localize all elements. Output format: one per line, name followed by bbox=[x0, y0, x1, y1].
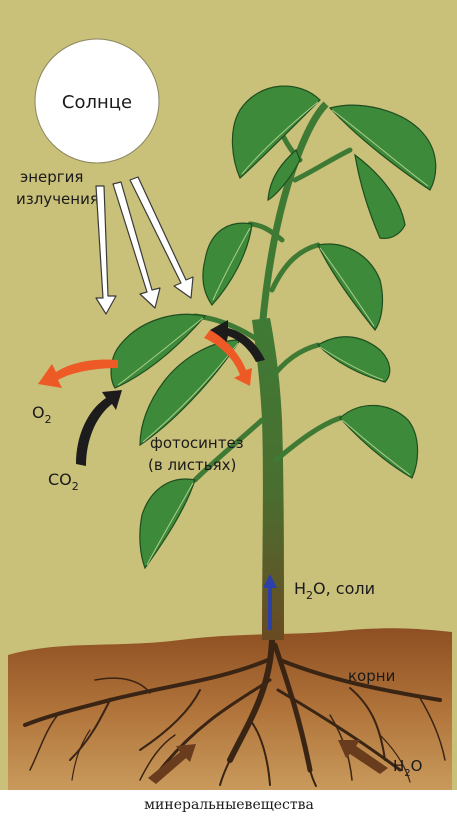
roots-label: корни bbox=[348, 667, 395, 685]
photosynthesis-label-line2: (в листьях) bbox=[148, 456, 236, 474]
sun-label: Солнце bbox=[62, 92, 132, 113]
caption: минеральныевещества bbox=[144, 797, 314, 813]
energy-label-line2: излучения bbox=[16, 190, 99, 208]
energy-label-line1: энергия bbox=[20, 168, 83, 186]
photosynthesis-label-line1: фотосинтез bbox=[150, 434, 244, 452]
